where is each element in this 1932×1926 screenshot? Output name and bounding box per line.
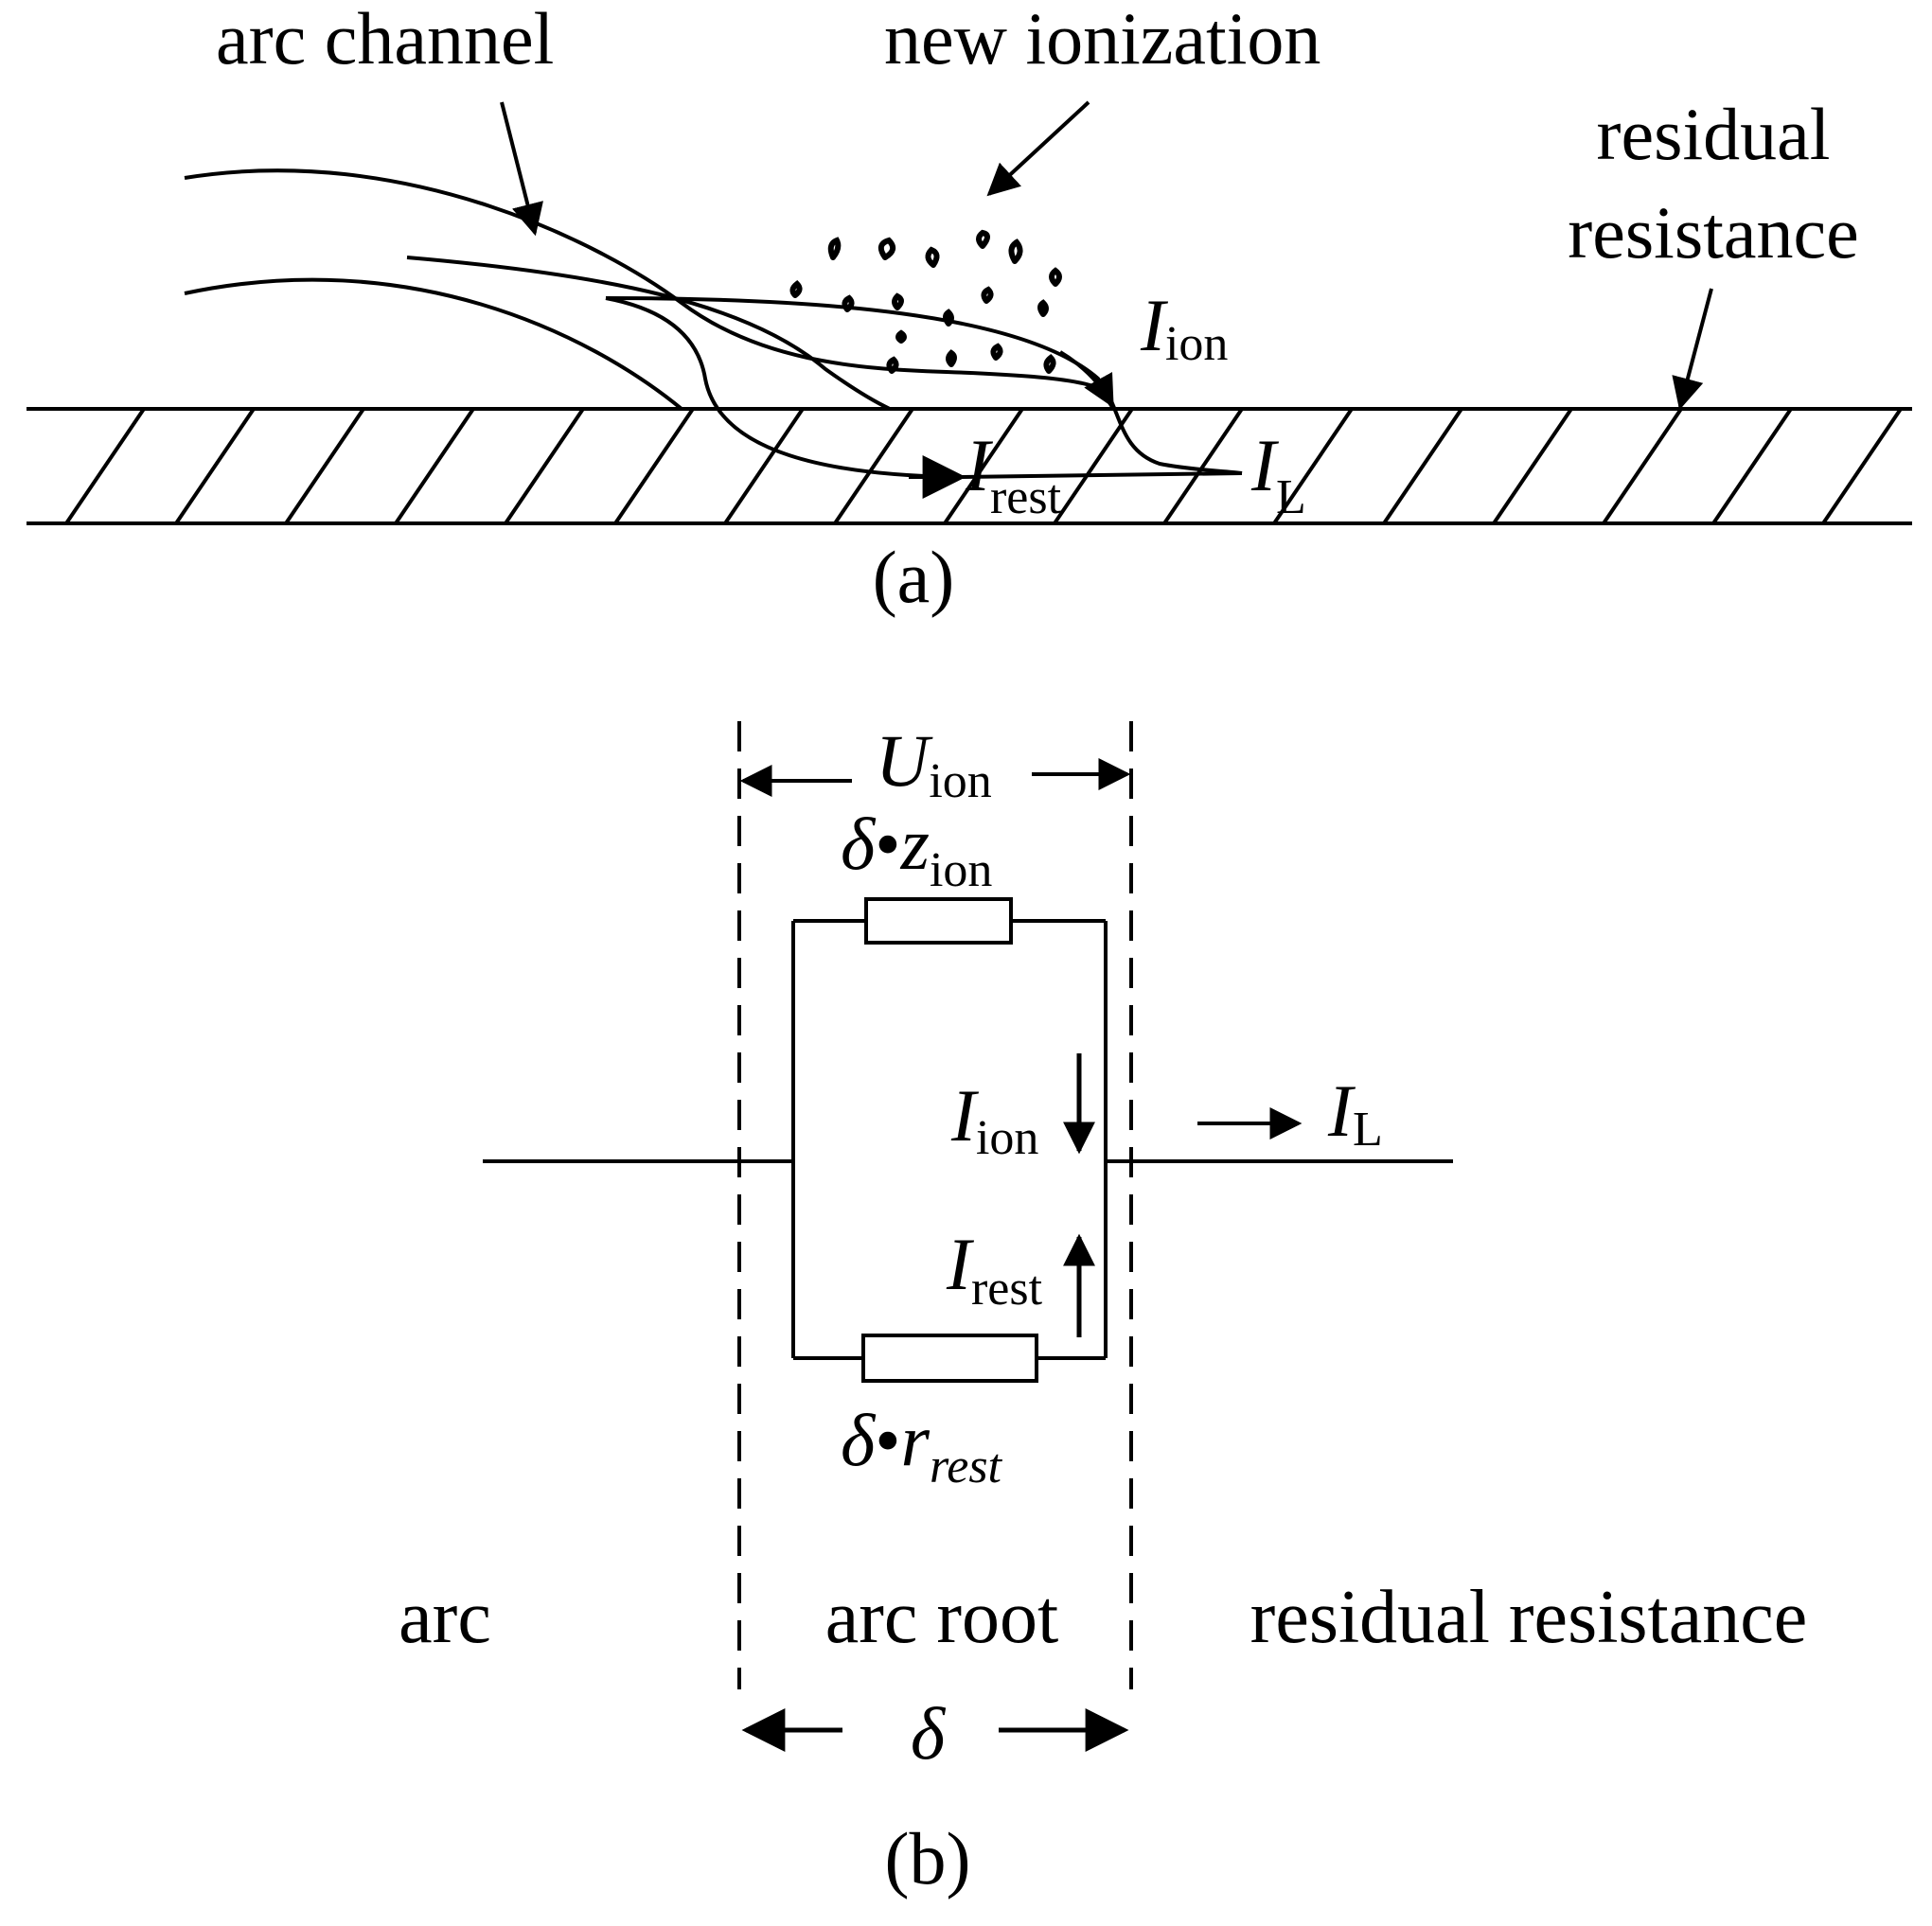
delta-width-label: δ <box>911 1692 947 1775</box>
arc-channel-curves <box>184 168 1117 411</box>
ionization-particles <box>789 229 1062 374</box>
i-ion-arrow <box>1058 350 1114 408</box>
i-ion-label: Iion <box>1140 284 1228 371</box>
slab-hatching <box>64 407 1903 525</box>
new-ionization-pointer <box>986 100 1090 197</box>
i-rest-current-path <box>605 296 957 479</box>
arc-channel-label: arc channel <box>216 0 554 80</box>
i-ion-branch-label: Iion <box>950 1074 1038 1165</box>
delta-z-ion-label: δ•zion <box>841 803 992 897</box>
i-l-label: IL <box>1250 424 1306 524</box>
delta-r-rest-label: δ•rrest <box>841 1399 1003 1493</box>
region-arc-root-label: arc root <box>825 1576 1059 1659</box>
i-rest-continuation <box>961 471 1243 479</box>
arc-channel-pointer <box>500 101 543 237</box>
caption-a: (a) <box>873 536 955 618</box>
caption-b: (b) <box>885 1817 971 1899</box>
circuit-wiring <box>483 919 1453 1360</box>
ionization-impedance-resistor <box>864 897 1013 945</box>
residual-resistor <box>861 1334 1038 1383</box>
i-rest-branch-label: Irest <box>946 1223 1043 1316</box>
region-residual-resistance-label: residual resistance <box>1250 1576 1808 1659</box>
panel-b: Uion δ•zion δ•rrest Iion I <box>399 719 1807 1899</box>
new-ionization-label: new ionization <box>884 0 1320 80</box>
region-arc-label: arc <box>399 1576 491 1659</box>
i-rest-label: Irest <box>965 424 1062 524</box>
residual-resistance-label-line1: residual <box>1597 93 1831 175</box>
panel-a: arc channel new ionization residual resi… <box>27 0 1912 618</box>
u-ion-label: Uion <box>876 719 992 808</box>
residual-resistance-label-line2: resistance <box>1568 191 1859 274</box>
residual-resistance-pointer <box>1672 288 1713 411</box>
electrode-slab <box>27 407 1912 525</box>
i-l-output-label: IL <box>1327 1069 1383 1157</box>
